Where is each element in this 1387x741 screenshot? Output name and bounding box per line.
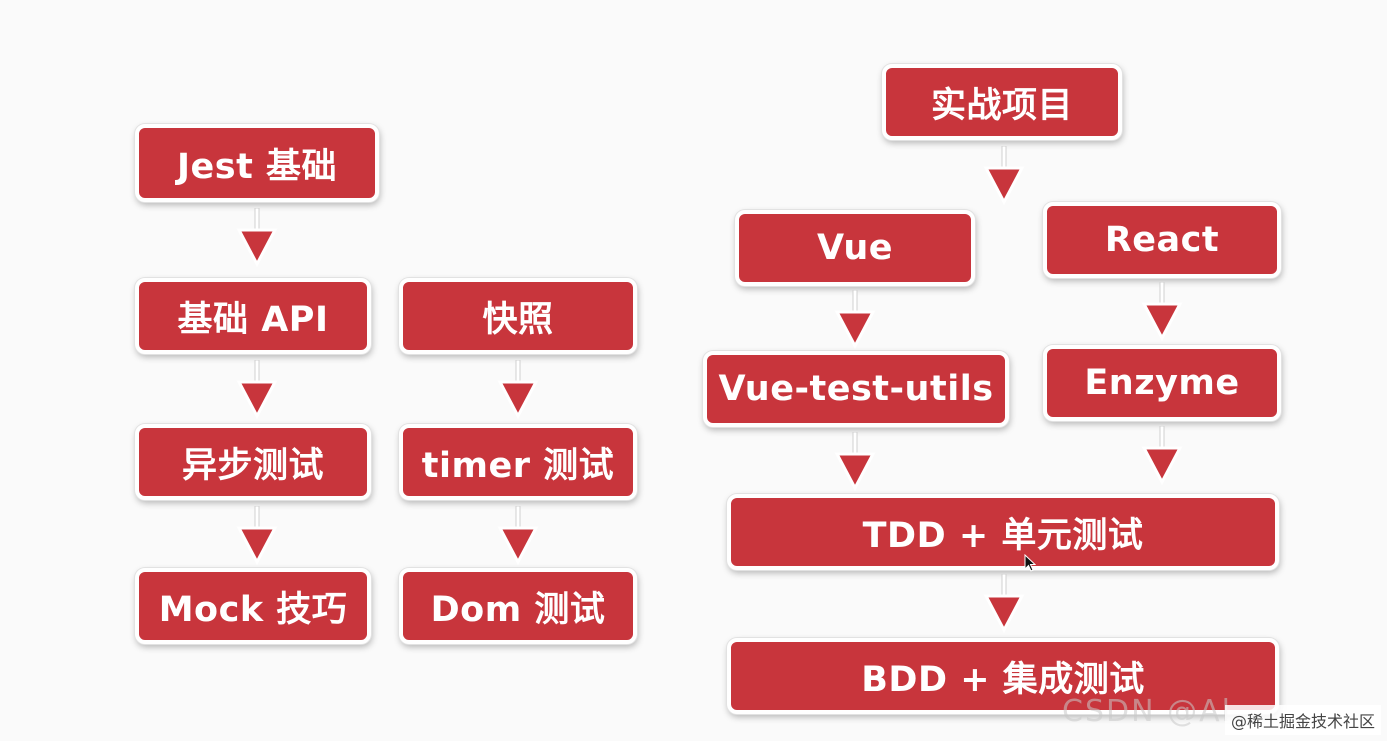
mouse-cursor-icon — [1024, 554, 1036, 572]
node-enzyme: Enzyme — [1043, 345, 1281, 421]
node-vue: Vue — [735, 210, 975, 286]
down-arrow-icon — [983, 574, 1025, 634]
node-timer-testing: timer 测试 — [399, 424, 637, 500]
node-practical-project: 实战项目 — [882, 64, 1122, 140]
down-arrow-icon — [834, 290, 876, 350]
node-snapshot: 快照 — [399, 278, 637, 354]
down-arrow-icon — [1141, 426, 1183, 486]
node-vue-test-utils: Vue-test-utils — [703, 351, 1009, 427]
down-arrow-icon — [236, 360, 278, 420]
node-basic-api: 基础 API — [135, 278, 371, 354]
node-jest-basics: Jest 基础 — [135, 124, 379, 202]
down-arrow-icon — [834, 432, 876, 492]
node-bdd-integration-testing: BDD + 集成测试 — [727, 638, 1279, 714]
node-dom-testing: Dom 测试 — [399, 568, 637, 644]
watermark-platform: @稀土掘金技术社区 — [1224, 705, 1381, 735]
down-arrow-icon — [497, 360, 539, 420]
down-arrow-icon — [983, 146, 1025, 206]
node-react: React — [1043, 202, 1281, 278]
node-async-testing: 异步测试 — [135, 424, 371, 500]
node-mock-tips: Mock 技巧 — [135, 568, 371, 644]
down-arrow-icon — [236, 208, 278, 268]
down-arrow-icon — [1141, 282, 1183, 342]
down-arrow-icon — [236, 506, 278, 566]
node-tdd-unit-testing: TDD + 单元测试 — [727, 494, 1279, 570]
down-arrow-icon — [497, 506, 539, 566]
watermark-faded-text: CSDN @Al — [1062, 694, 1232, 729]
